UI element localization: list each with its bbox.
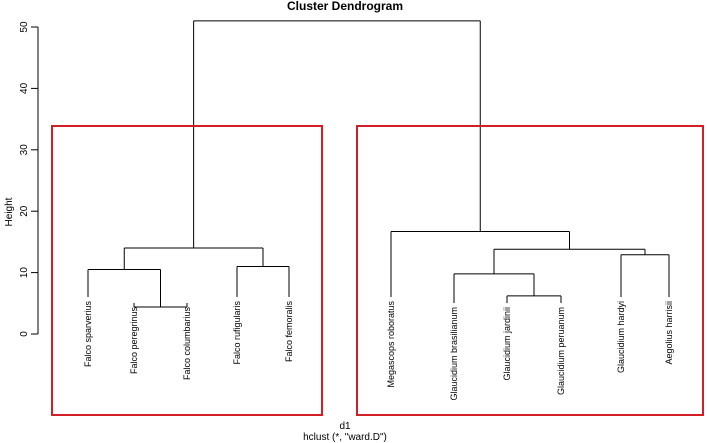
leaf-label: Glaucidium brasilianum xyxy=(449,307,459,401)
cluster-box xyxy=(356,125,704,416)
y-axis: 0 10 20 30 40 50 xyxy=(19,21,39,337)
leaf-label: Megascops roboratus xyxy=(386,301,396,388)
cluster-boxes xyxy=(51,125,704,416)
y-tick-label: 10 xyxy=(19,267,30,279)
leaf-labels: Falco sparverius Falco peregrinus Falco co… xyxy=(83,301,674,401)
y-tick-label: 0 xyxy=(19,331,30,337)
y-tick-label: 20 xyxy=(19,205,30,217)
chart-subtitle: hclust (*, "ward.D") xyxy=(303,432,387,443)
dendrogram-branches xyxy=(87,20,670,308)
y-tick-label: 40 xyxy=(19,82,30,94)
leaf-label: Falco peregrinus xyxy=(129,307,139,375)
y-tick-label: 30 xyxy=(19,144,30,156)
leaf-label: Falco columbarius xyxy=(182,307,192,381)
leaf-label: Falco femoralis xyxy=(284,301,294,363)
chart-title: Cluster Dendrogram xyxy=(287,0,403,13)
leaf-label: Falco rufigularis xyxy=(232,301,242,365)
cluster-box xyxy=(51,125,323,416)
leaf-label: Glaucidium hardyi xyxy=(616,301,626,373)
leaf-label: Aegolius harrisii xyxy=(664,301,674,365)
x-axis-label: d1 xyxy=(339,421,351,432)
y-axis-label: Height xyxy=(4,197,15,226)
y-axis-ticks: 0 10 20 30 40 50 xyxy=(19,21,38,337)
y-tick-label: 50 xyxy=(19,21,30,33)
leaf-label: Glaucidium peruanum xyxy=(556,307,566,395)
leaf-label: Falco sparverius xyxy=(83,301,93,368)
leaf-label: Glaucidium jardinii xyxy=(502,307,512,381)
